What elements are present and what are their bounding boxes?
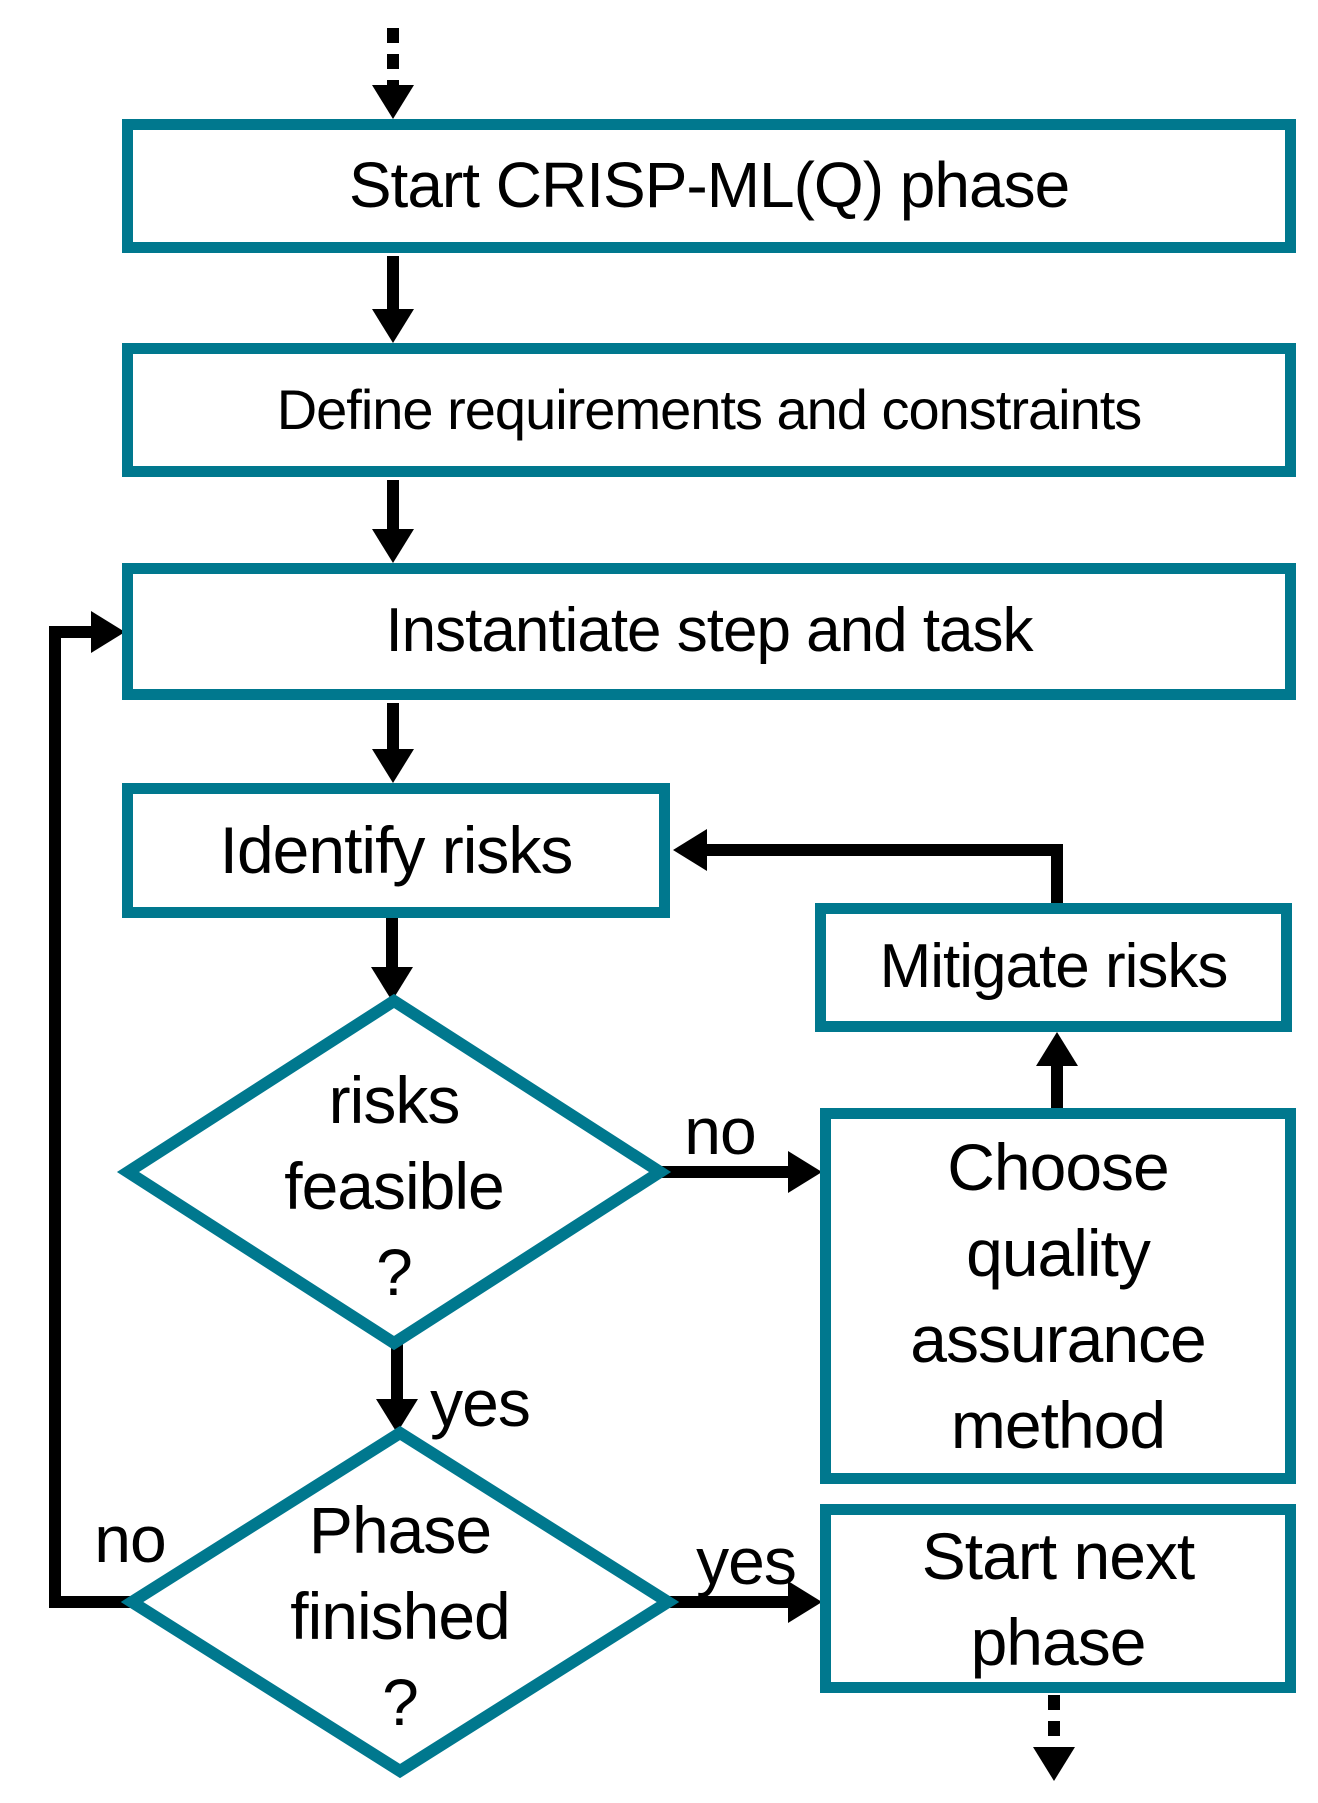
edge-label-risks-yes: yes xyxy=(430,1366,531,1440)
arrowhead-define-instantiate xyxy=(372,529,414,563)
node-identify-risks-label: Identify risks xyxy=(219,812,574,887)
arrowhead-feedback-instantiate xyxy=(91,611,125,653)
edge-label-phase-no: no xyxy=(94,1502,166,1576)
node-choose-qa-line2: quality xyxy=(966,1216,1151,1290)
arrow-mitigate-to-identify xyxy=(707,844,1063,903)
arrowhead-mitigate-identify xyxy=(673,829,707,871)
arrowhead-start-define xyxy=(372,309,414,343)
node-start-crisp-ml-phase: Start CRISP-ML(Q) phase xyxy=(122,119,1296,253)
node-choose-qa-line1: Choose xyxy=(947,1130,1169,1204)
node-choose-quality-assurance: Choose quality assurance method xyxy=(820,1108,1296,1484)
arrowhead-identify-diamond xyxy=(371,967,413,1001)
node-instantiate-step-task: Instantiate step and task xyxy=(122,563,1296,700)
node-choose-qa-line3: assurance xyxy=(910,1302,1207,1376)
edge-label-risks-no: no xyxy=(684,1094,756,1168)
edge-label-phase-yes: yes xyxy=(696,1524,797,1598)
arrow-phase-no-feedback xyxy=(49,626,136,1608)
node-mitigate-risks: Mitigate risks xyxy=(815,903,1292,1032)
node-start-next-line2: phase xyxy=(970,1604,1147,1679)
arrowhead-entry xyxy=(372,85,414,119)
node-instantiate-step-task-label: Instantiate step and task xyxy=(385,596,1033,666)
arrowhead-instantiate-identify xyxy=(372,749,414,783)
arrowhead-risks-no xyxy=(788,1151,822,1193)
node-define-requirements-label: Define requirements and constraints xyxy=(276,377,1143,441)
arrowhead-exit xyxy=(1033,1747,1075,1781)
node-identify-risks: Identify risks xyxy=(122,783,670,918)
diamond-phase-finished xyxy=(120,1425,680,1779)
arrowhead-choose-mitigate xyxy=(1036,1032,1078,1066)
arrowhead-risks-yes xyxy=(376,1399,418,1433)
diamond-risks-feasible xyxy=(116,993,672,1351)
node-mitigate-risks-label: Mitigate risks xyxy=(879,932,1229,1002)
node-choose-qa-line4: method xyxy=(950,1388,1166,1462)
arrowhead-phase-yes xyxy=(788,1581,822,1623)
node-start-next-phase: Start next phase xyxy=(820,1504,1296,1693)
node-start-crisp-ml-phase-label: Start CRISP-ML(Q) phase xyxy=(348,149,1070,222)
node-start-next-line1: Start next xyxy=(921,1518,1195,1593)
node-define-requirements: Define requirements and constraints xyxy=(122,343,1296,477)
